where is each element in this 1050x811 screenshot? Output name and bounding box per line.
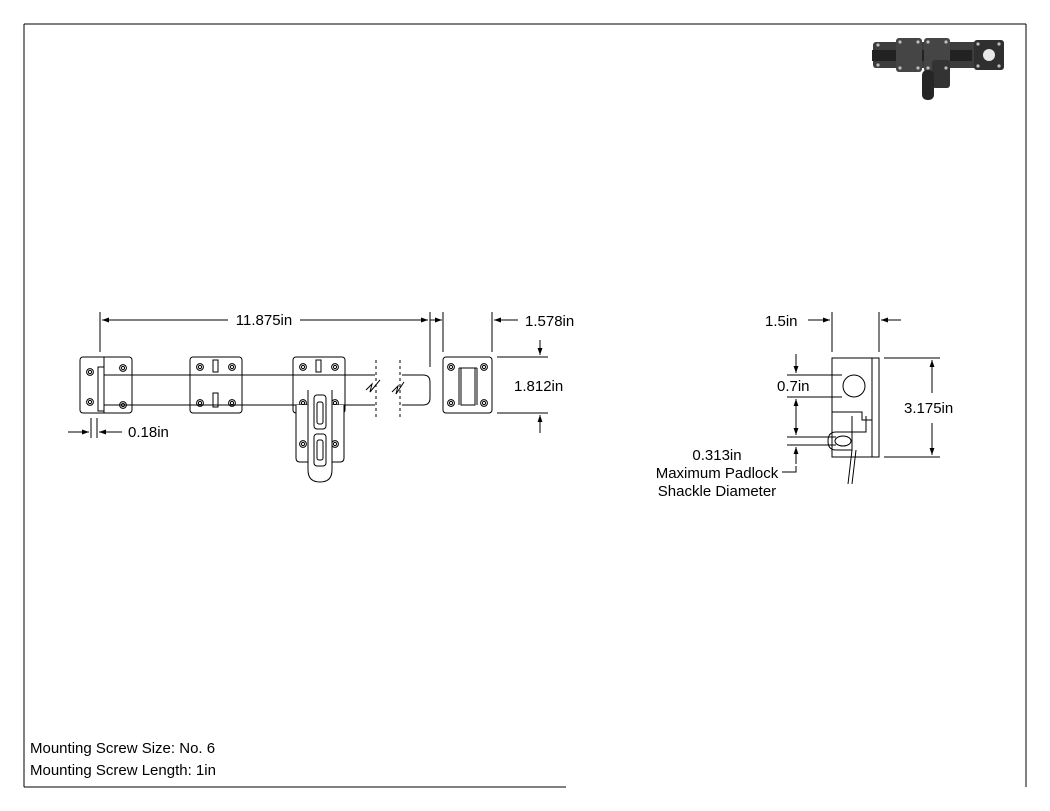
dim-overall-height: 3.175in [904, 400, 953, 417]
side-view [782, 312, 940, 485]
dim-side-depth: 1.5in [765, 313, 798, 330]
dim-plate-height: 1.812in [514, 378, 563, 395]
keeper-plate [442, 356, 493, 414]
dim-edge-offset: 0.18in [128, 424, 169, 441]
shackle-note-line2: Shackle Diameter [658, 483, 776, 500]
front-view [68, 312, 548, 483]
mounting-plate-3-handle [292, 356, 346, 483]
dim-keeper-width: 1.578in [525, 313, 574, 330]
sheet-border [23, 23, 1027, 788]
mounting-plate-1 [79, 356, 133, 414]
product-thumbnail [872, 38, 1004, 100]
mounting-screw-length-note: Mounting Screw Length: 1in [30, 762, 216, 779]
dim-shackle-diameter: 0.313in [692, 447, 741, 464]
mounting-plate-2 [189, 356, 243, 414]
shackle-note-line1: Maximum Padlock [656, 465, 779, 482]
dim-hole-center: 0.7in [777, 378, 810, 395]
dim-overall-length: 11.875in [236, 312, 292, 329]
mounting-screw-size-note: Mounting Screw Size: No. 6 [30, 740, 216, 757]
